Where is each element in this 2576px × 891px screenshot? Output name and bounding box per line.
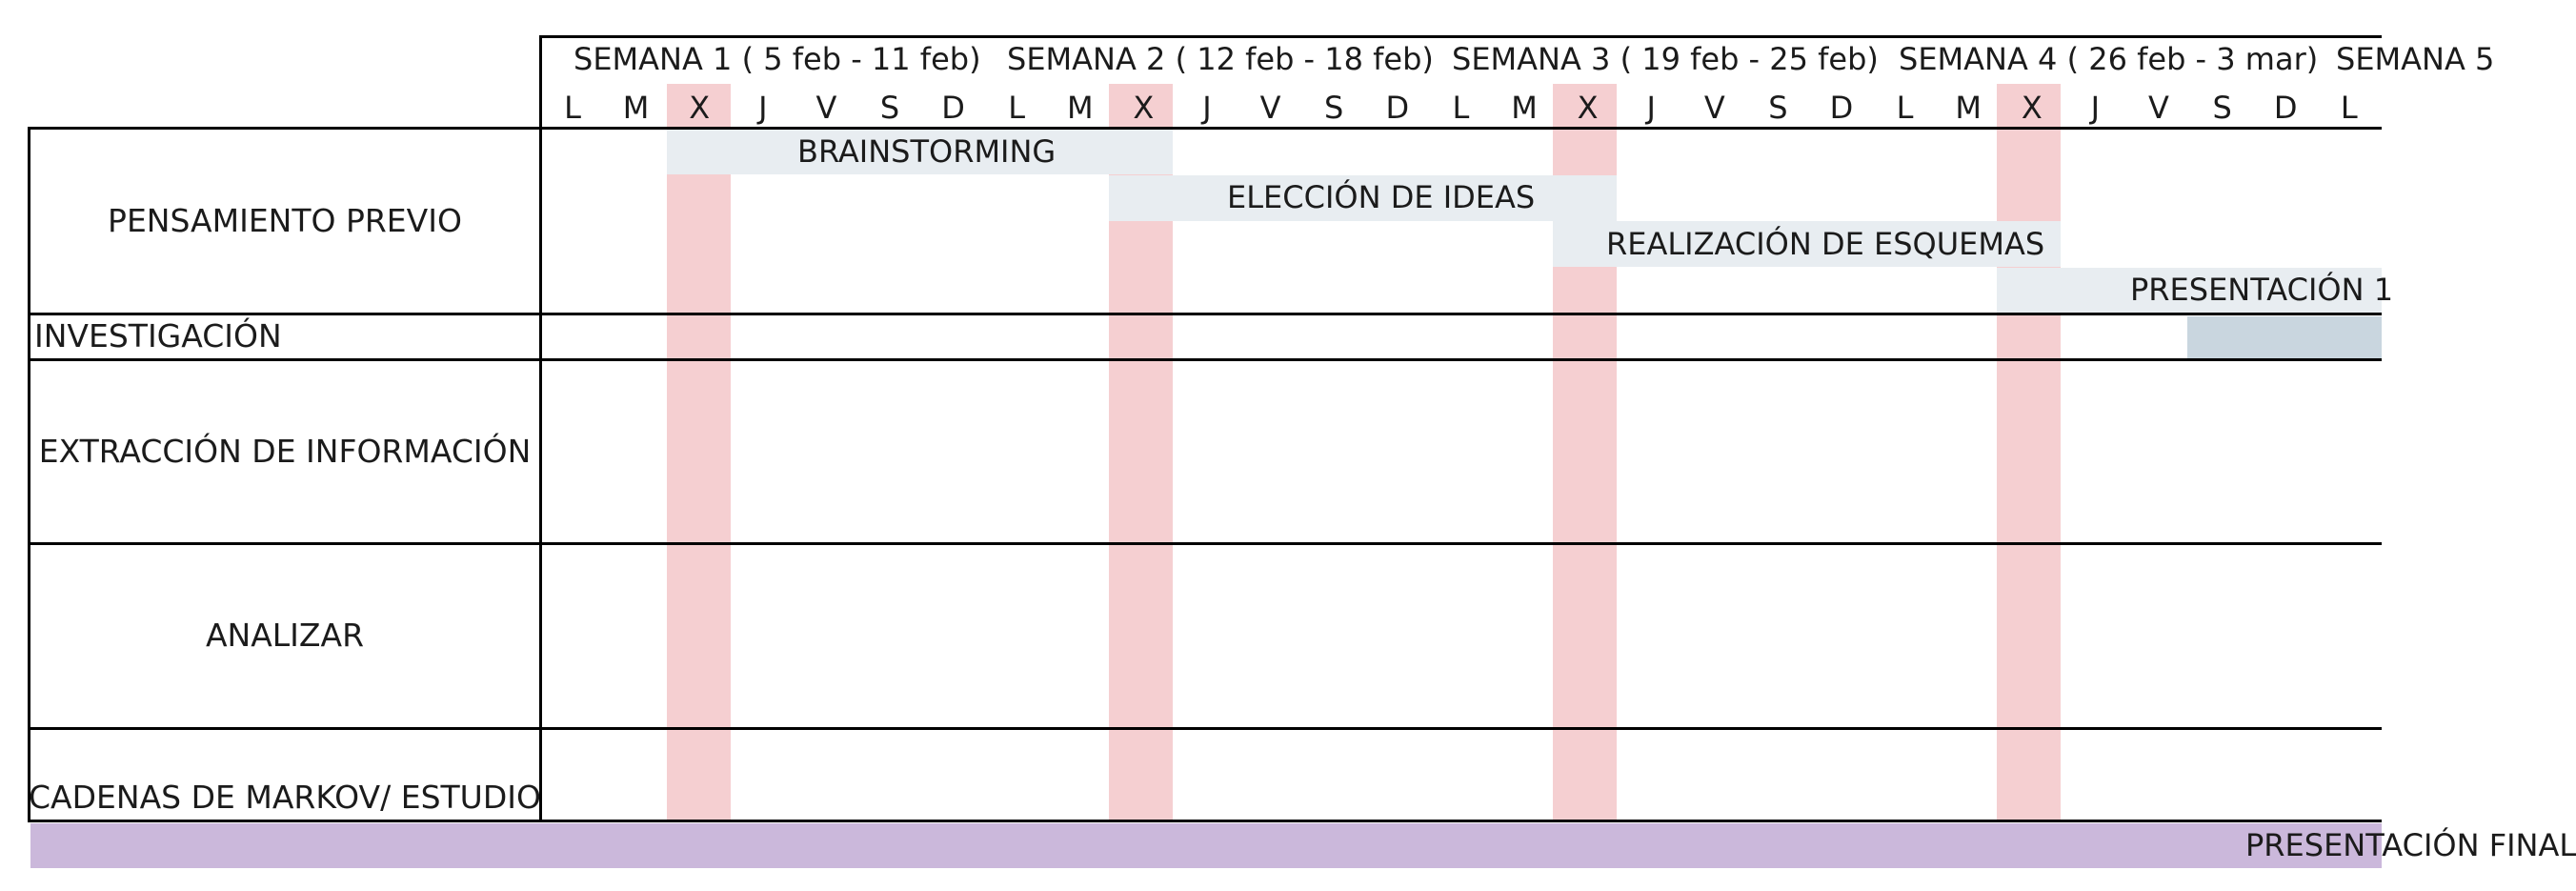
row-line (28, 820, 2382, 822)
day-letter: D (1385, 90, 1410, 126)
row-line (28, 542, 2382, 545)
week-header-1: SEMANA 1 ( 5 feb - 11 feb) (574, 41, 981, 77)
task-bar-brainstorming (667, 129, 1173, 174)
day-letter: V (1259, 90, 1281, 126)
week-header-3: SEMANA 3 ( 19 feb - 25 feb) (1452, 41, 1879, 77)
task-label-brainstorming: BRAINSTORMING (797, 133, 1057, 170)
day-letter: J (1646, 90, 1656, 126)
day-letter: S (1768, 90, 1788, 126)
row-line (28, 727, 2382, 730)
day-letter: M (1066, 90, 1094, 126)
day-letter: S (2212, 90, 2232, 126)
week-header-2: SEMANA 2 ( 12 feb - 18 feb) (1007, 41, 1434, 77)
category-cadenas-de-markov: CADENAS DE MARKOV/ ESTUDIO (29, 779, 541, 816)
day-letter: J (1202, 90, 1212, 126)
left-border-line (28, 127, 30, 822)
gantt-sheet: SEMANA 1 ( 5 feb - 11 feb) SEMANA 2 ( 12… (28, 35, 2576, 868)
day-letter: X (1577, 90, 1599, 126)
day-letter: L (1008, 90, 1026, 126)
category-investigacion: INVESTIGACIÓN (34, 317, 282, 354)
row-line (28, 313, 2382, 315)
day-letter: D (941, 90, 965, 126)
task-bar-eleccion-de-ideas (1109, 175, 1617, 221)
week-header-4: SEMANA 4 ( 26 feb - 3 mar) (1899, 41, 2319, 77)
day-letter: V (2148, 90, 2169, 126)
task-bar-presentacion-1 (1997, 268, 2382, 314)
day-letter: V (1703, 90, 1725, 126)
row-line (28, 358, 2382, 361)
row-line (28, 127, 2382, 130)
day-letter: X (2021, 90, 2043, 126)
task-bar-realizacion-de-esquemas (1553, 221, 2061, 267)
category-extraccion-de-informacion: EXTRACCIÓN DE INFORMACIÓN (38, 433, 532, 470)
category-pensamiento-previo: PENSAMIENTO PREVIO (108, 202, 462, 239)
day-letter: L (1896, 90, 1914, 126)
day-letter: X (1133, 90, 1155, 126)
day-letter: L (2340, 90, 2358, 126)
week-header-5: SEMANA 5 (2336, 41, 2495, 77)
investigation-bar (2187, 316, 2382, 359)
day-letter: M (622, 90, 650, 126)
day-letter: J (2090, 90, 2101, 126)
day-letter: S (1324, 90, 1344, 126)
day-letter: L (1452, 90, 1470, 126)
day-letter: X (689, 90, 711, 126)
highlight-column (667, 84, 731, 822)
task-label-realizacion-de-esquemas: REALIZACIÓN DE ESQUEMAS (1606, 226, 2045, 262)
highlight-column (1997, 84, 2061, 822)
day-letter: D (1829, 90, 1854, 126)
day-letter: J (758, 90, 768, 126)
day-letter: S (879, 90, 900, 126)
category-analizar: ANALIZAR (205, 617, 365, 654)
day-letter: M (1511, 90, 1538, 126)
day-letter: D (2273, 90, 2298, 126)
header-top-line (539, 35, 2382, 38)
day-letter: L (564, 90, 581, 126)
task-label-presentacion-1: PRESENTACIÓN 1 (2130, 272, 2394, 308)
day-letter: M (1955, 90, 1982, 126)
task-label-eleccion-de-ideas: ELECCIÓN DE IDEAS (1227, 179, 1536, 215)
final-presentation-bar (30, 823, 2382, 868)
label-divider-line (539, 35, 542, 822)
final-presentation-label: PRESENTACIÓN FINAL (2245, 827, 2576, 863)
day-letter: V (815, 90, 837, 126)
